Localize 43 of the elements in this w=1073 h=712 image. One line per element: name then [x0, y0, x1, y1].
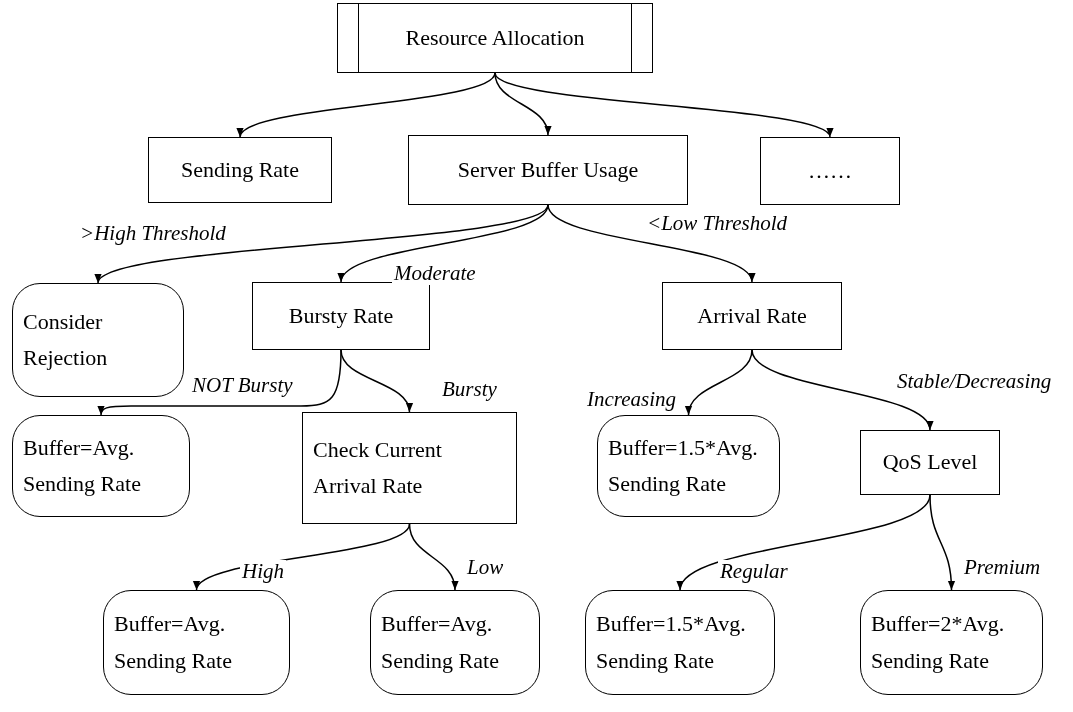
arrow	[929, 494, 955, 591]
arrow	[97, 204, 549, 284]
node-text: Resource Allocation	[405, 23, 585, 52]
node-text: Buffer=Avg. Sending Rate	[23, 433, 142, 498]
rounded-terminal-box	[12, 283, 184, 397]
rounded-terminal-box	[597, 415, 780, 517]
node-text: Sending Rate	[181, 155, 299, 184]
process-box	[408, 135, 688, 205]
arrow	[239, 72, 496, 138]
rounded-terminal-box	[860, 590, 1043, 695]
node-text: Buffer=1.5*Avg. Sending Rate	[596, 610, 747, 675]
edge-label: Regular	[718, 560, 790, 584]
node-text: Buffer=Avg. Sending Rate	[114, 610, 233, 675]
node-text: Server Buffer Usage	[457, 155, 639, 184]
node-text: Buffer=Avg. Sending Rate	[381, 610, 500, 675]
node-text: Bursty Rate	[288, 301, 394, 330]
edge-label: High	[240, 560, 286, 584]
arrow	[494, 72, 831, 138]
arrow	[751, 349, 931, 431]
arrow	[98, 349, 342, 416]
process-box	[760, 137, 900, 205]
process-box	[252, 282, 430, 350]
process-box	[662, 282, 842, 350]
process-box	[337, 3, 653, 73]
rounded-terminal-box	[103, 590, 290, 695]
rounded-terminal-box	[12, 415, 190, 517]
arrow	[340, 204, 549, 283]
node-text: Buffer=1.5*Avg. Sending Rate	[608, 433, 759, 498]
node-text: Arrival Rate	[697, 301, 807, 330]
rounded-terminal-box	[585, 590, 775, 695]
node-text: Buffer=2*Avg. Sending Rate	[871, 610, 1006, 675]
process-box	[302, 412, 517, 524]
node-text: QoS Level	[882, 448, 978, 477]
arrow	[340, 349, 412, 413]
arrow	[686, 349, 753, 416]
node-text: ……	[808, 156, 852, 185]
process-box	[148, 137, 332, 203]
arrow	[408, 523, 458, 591]
node-text: Check Current Arrival Rate	[313, 435, 443, 500]
rounded-terminal-box	[370, 590, 540, 695]
arrow	[547, 204, 753, 283]
node-text: Consider Rejection	[23, 307, 109, 372]
process-box	[860, 430, 1000, 495]
